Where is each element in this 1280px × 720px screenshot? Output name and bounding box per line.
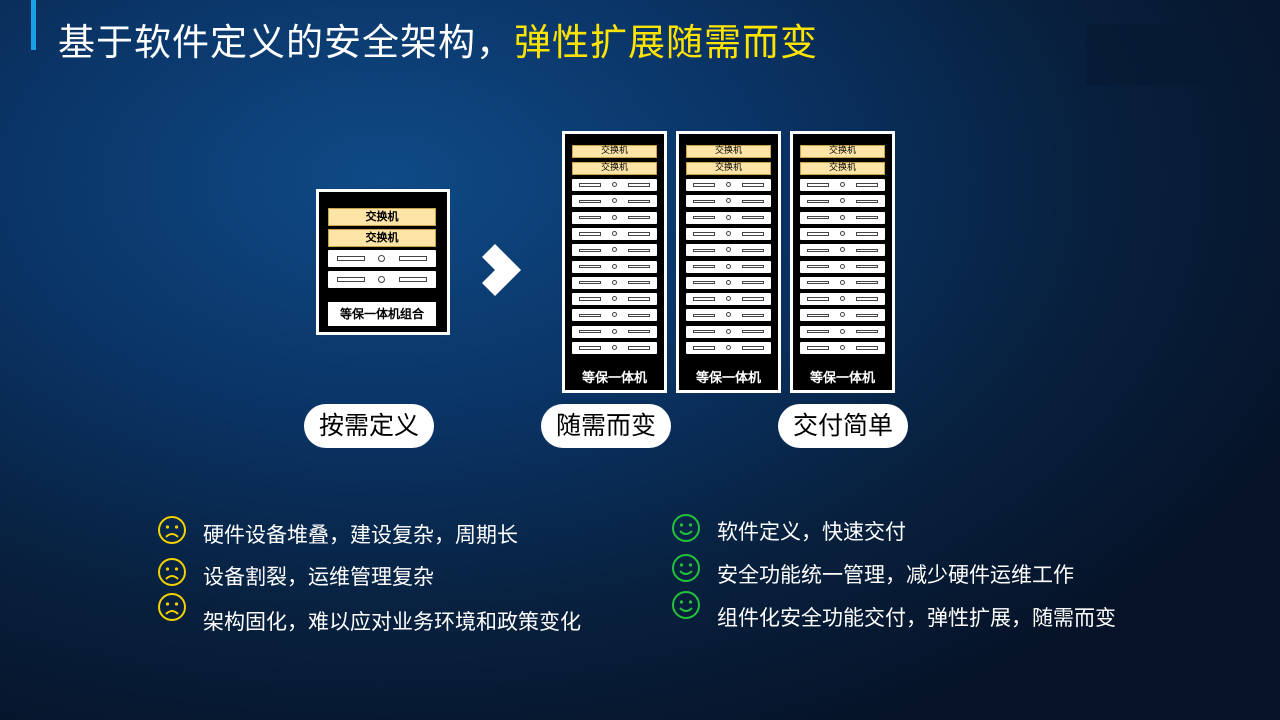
rack-label: 等保一体机 [581,371,647,386]
rack-appliance-2: 交换机交换机等保一体机 [676,131,781,393]
server-unit [800,244,885,257]
switch-unit: 交换机 [328,208,436,226]
server-unit [800,227,885,240]
server-unit [686,293,771,306]
server-unit [686,309,771,322]
cons-text: 设备割裂，运维管理复杂 [203,565,434,589]
switch-unit: 交换机 [328,229,436,247]
accent-bar [31,0,36,50]
rack-label: 等保一体机 [809,371,875,386]
server-unit [800,260,885,273]
server-unit [686,325,771,338]
chevron-right-icon [482,244,521,296]
pros-item: 组件化安全功能交付，弹性扩展，随需而变 [671,590,1116,631]
server-unit [572,342,657,354]
rack-frame: 交换机交换机等保一体机 [679,134,778,390]
server-unit [800,195,885,208]
cons-item: 设备割裂，运维管理复杂 [157,557,434,590]
pros-item: 安全功能统一管理，减少硬件运维工作 [671,553,1074,588]
pill-define-on-demand: 按需定义 [304,404,434,448]
pill-change-on-demand: 随需而变 [541,404,671,448]
title-main: 基于软件定义的安全架构， [58,21,514,64]
rack-combined: 交换机 交换机 等保一体机组合 [316,189,450,335]
pros-text: 安全功能统一管理，减少硬件运维工作 [717,563,1074,587]
server-unit [686,260,771,273]
server-unit [686,179,771,191]
cons-item: 架构固化，难以应对业务环境和政策变化 [157,592,581,635]
corner-decoration [1086,24,1204,85]
server-unit [800,325,885,338]
pros-text: 软件定义，快速交付 [717,520,906,544]
server-unit [328,271,436,288]
switch-unit: 交换机 [800,162,885,175]
switch-unit: 交换机 [686,162,771,175]
server-unit [800,179,885,191]
server-unit [800,342,885,354]
server-unit [572,227,657,240]
server-unit [572,293,657,306]
switch-unit: 交换机 [572,162,657,175]
server-unit [686,244,771,257]
switch-unit: 交换机 [686,145,771,158]
rack-frame: 交换机 交换机 等保一体机组合 [319,192,447,332]
cons-text: 硬件设备堆叠，建设复杂，周期长 [203,523,518,547]
server-unit [686,342,771,354]
switch-unit: 交换机 [572,145,657,158]
server-unit [800,211,885,224]
rack-appliance-1: 交换机交换机等保一体机 [562,131,667,393]
server-unit [572,276,657,289]
sad-face-icon [158,516,186,544]
server-unit [328,250,436,267]
cons-text: 架构固化，难以应对业务环境和政策变化 [203,610,581,634]
server-unit [686,227,771,240]
rack-label: 等保一体机组合 [328,302,436,326]
switch-unit: 交换机 [800,145,885,158]
server-unit [686,195,771,208]
sad-face-icon [158,593,186,621]
smile-face-icon [672,591,700,619]
server-unit [572,211,657,224]
server-unit [572,260,657,273]
rack-label: 等保一体机 [695,371,761,386]
pros-item: 软件定义，快速交付 [671,513,906,545]
cons-item: 硬件设备堆叠，建设复杂，周期长 [157,515,518,548]
pros-text: 组件化安全功能交付，弹性扩展，随需而变 [717,606,1116,630]
server-unit [572,244,657,257]
server-unit [686,211,771,224]
title-highlight: 弹性扩展随需而变 [514,21,818,64]
server-unit [800,276,885,289]
server-unit [572,325,657,338]
smile-face-icon [672,554,700,582]
slide-title: 基于软件定义的安全架构，弹性扩展随需而变 [58,12,818,66]
smile-face-icon [672,514,700,542]
server-unit [572,179,657,191]
sad-face-icon [158,558,186,586]
server-unit [686,276,771,289]
server-unit [572,195,657,208]
rack-frame: 交换机交换机等保一体机 [565,134,664,390]
rack-appliance-3: 交换机交换机等保一体机 [790,131,895,393]
server-unit [800,309,885,322]
rack-frame: 交换机交换机等保一体机 [793,134,892,390]
server-unit [800,293,885,306]
server-unit [572,309,657,322]
pill-simple-delivery: 交付简单 [778,404,908,448]
